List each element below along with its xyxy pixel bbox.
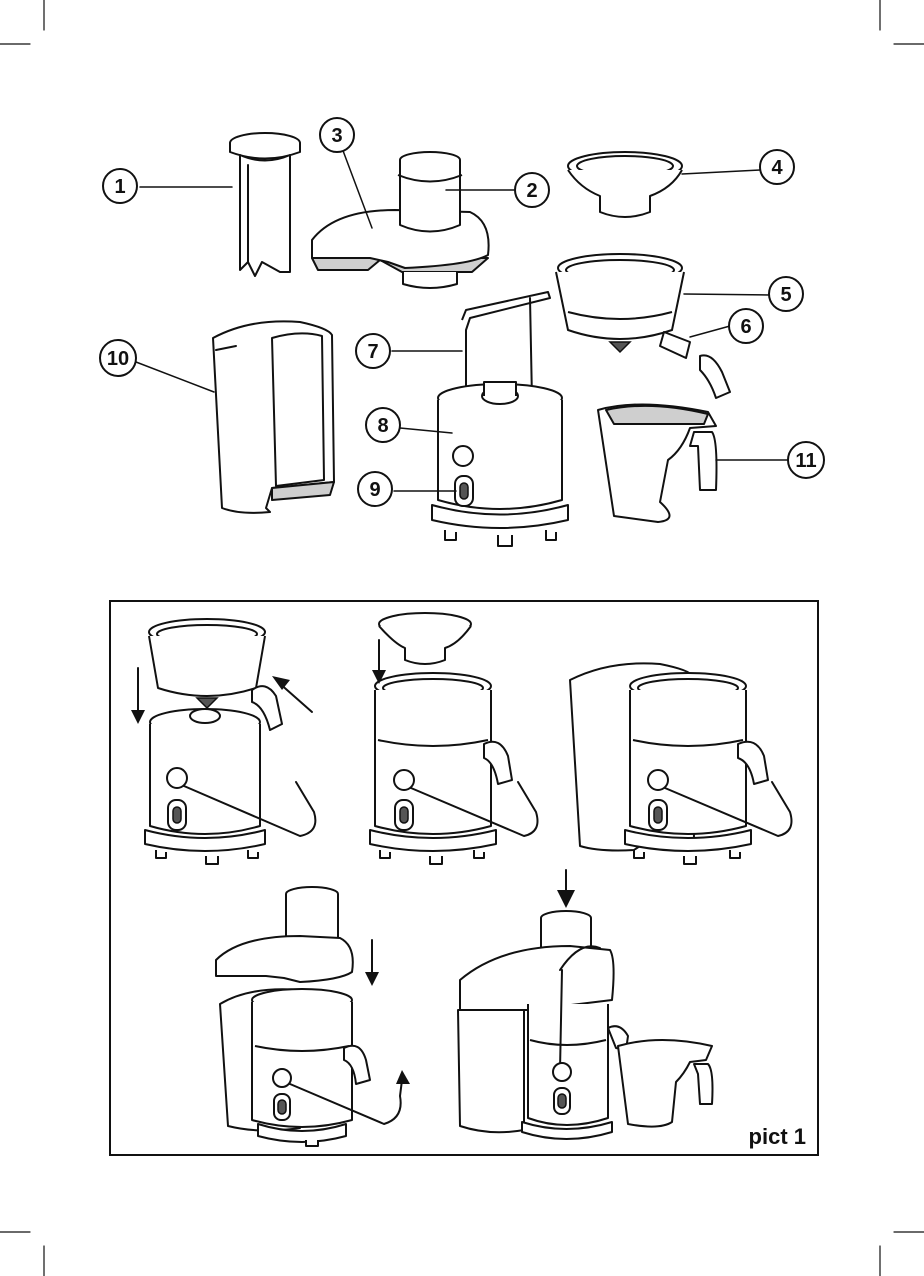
- juice-jug-part: [598, 404, 717, 522]
- juice-collector-part: [556, 254, 730, 398]
- part-callout-3: 3: [320, 118, 354, 152]
- part-callout-8: 8: [366, 408, 400, 442]
- part-callout-6: 6: [729, 309, 763, 343]
- svg-text:3: 3: [331, 125, 342, 147]
- svg-text:4: 4: [771, 157, 783, 179]
- pict-1-label: pict 1: [749, 1124, 806, 1149]
- part-callout-11: 11: [788, 442, 824, 478]
- pusher-part: [230, 133, 300, 276]
- svg-text:7: 7: [367, 341, 378, 363]
- lid-part: [312, 152, 489, 288]
- part-callout-2: 2: [515, 173, 549, 207]
- assembly-step-5: [458, 870, 713, 1139]
- motor-base-part: [432, 292, 568, 546]
- part-callout-5: 5: [769, 277, 803, 311]
- svg-text:9: 9: [369, 479, 380, 501]
- part-callout-7: 7: [356, 334, 390, 368]
- part-callout-1: 1: [103, 169, 137, 203]
- part-callout-9: 9: [358, 472, 392, 506]
- assembly-panel: pict 1: [110, 601, 818, 1155]
- part-callout-10: 10: [100, 340, 136, 376]
- svg-text:5: 5: [780, 284, 791, 306]
- svg-text:8: 8: [377, 415, 388, 437]
- assembly-step-3: [570, 663, 792, 864]
- svg-text:11: 11: [795, 450, 816, 472]
- assembly-step-1: [131, 619, 315, 864]
- svg-text:6: 6: [740, 316, 751, 338]
- part-callout-4: 4: [760, 150, 794, 184]
- exploded-parts-view: 1 2 3 4 5 6 7 8: [100, 118, 824, 546]
- svg-text:10: 10: [107, 348, 129, 370]
- assembly-step-4: [216, 887, 410, 1146]
- assembly-step-2: [370, 613, 538, 864]
- svg-text:1: 1: [114, 176, 125, 198]
- svg-text:2: 2: [526, 180, 537, 202]
- filter-basket-part: [568, 152, 682, 217]
- pulp-container-part: [213, 321, 334, 513]
